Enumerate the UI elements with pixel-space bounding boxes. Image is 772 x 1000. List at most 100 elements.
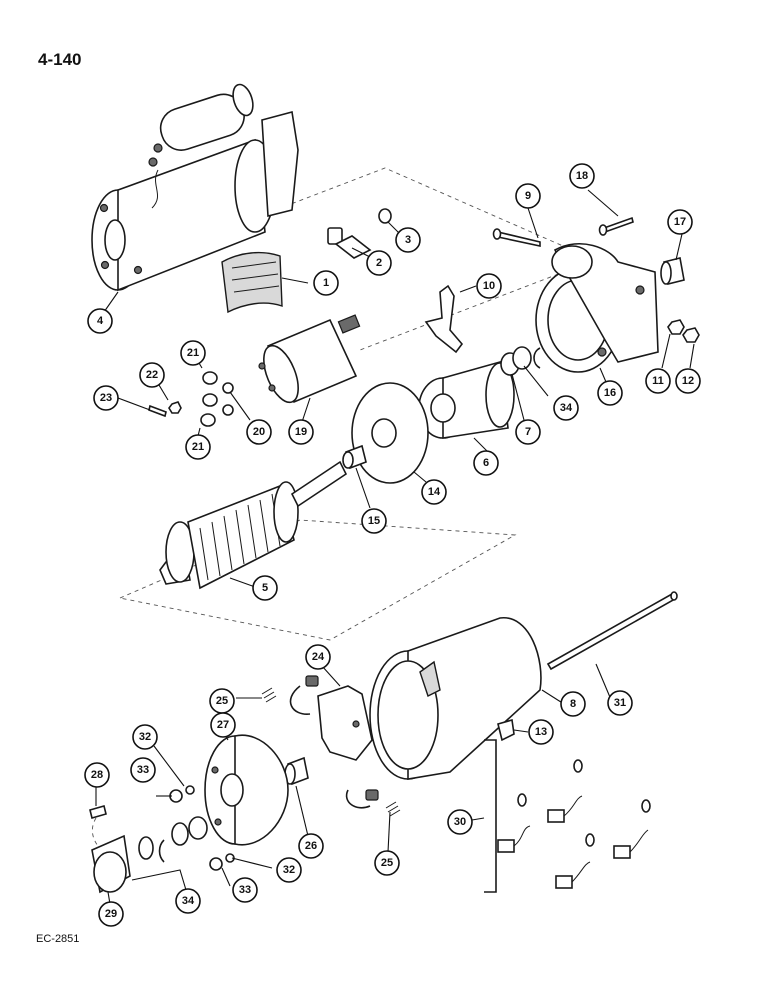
svg-text:31: 31: [614, 697, 626, 709]
callout-7: 7: [515, 419, 541, 445]
callout-13: 13: [528, 719, 554, 745]
callout-3: 3: [395, 227, 421, 253]
callout-4: 4: [87, 308, 113, 334]
nuts-and-washers: [148, 371, 234, 427]
svg-text:21: 21: [187, 347, 199, 359]
svg-text:34: 34: [560, 402, 573, 414]
screw-28: [89, 805, 107, 847]
callout-24: 24: [305, 644, 331, 670]
brush-kit: [484, 739, 651, 893]
callout-23: 23: [93, 385, 119, 411]
brush-holder: [289, 675, 373, 761]
svg-text:2: 2: [376, 257, 382, 269]
nut-11: [667, 319, 685, 335]
svg-text:4: 4: [97, 315, 104, 327]
svg-text:6: 6: [483, 457, 489, 469]
svg-text:16: 16: [604, 387, 616, 399]
drive-pinion: [418, 360, 515, 439]
svg-text:19: 19: [295, 426, 307, 438]
svg-text:11: 11: [652, 375, 664, 387]
callout-25-bottom: 25: [374, 850, 400, 876]
callout-2: 2: [366, 250, 392, 276]
brush-spring-top: [261, 687, 277, 703]
callout-32-top: 32: [132, 724, 158, 750]
svg-text:26: 26: [305, 840, 317, 852]
svg-text:1: 1: [323, 277, 329, 289]
svg-text:29: 29: [105, 908, 117, 920]
svg-text:17: 17: [674, 216, 686, 228]
svg-text:24: 24: [312, 651, 325, 663]
svg-text:18: 18: [576, 170, 588, 182]
svg-text:33: 33: [137, 764, 149, 776]
protective-wrap: [221, 251, 283, 314]
svg-text:12: 12: [682, 375, 694, 387]
callout-14: 14: [421, 479, 447, 505]
callout-19: 19: [288, 419, 314, 445]
callout-15: 15: [361, 508, 387, 534]
svg-text:25: 25: [381, 857, 393, 869]
nut-12: [682, 327, 700, 343]
callout-1: 1: [313, 270, 339, 296]
callout-26: 26: [298, 833, 324, 859]
svg-text:9: 9: [525, 190, 531, 202]
svg-text:15: 15: [368, 515, 380, 527]
seal-rings: [138, 816, 208, 863]
svg-text:20: 20: [253, 426, 265, 438]
starter-motor-assembly: [91, 83, 299, 292]
callout-5: 5: [252, 575, 278, 601]
callout-27: 27: [210, 712, 236, 738]
callout-11: 11: [645, 368, 671, 394]
callout-30: 30: [447, 809, 473, 835]
callout-28: 28: [84, 762, 110, 788]
svg-text:3: 3: [405, 234, 411, 246]
svg-text:28: 28: [91, 769, 103, 781]
intermediate-plate: [351, 382, 429, 484]
through-screw-9: [492, 228, 541, 247]
callout-17: 17: [667, 209, 693, 235]
end-cap: [91, 834, 131, 894]
callout-8: 8: [560, 691, 586, 717]
page-number: 4-140: [38, 50, 82, 69]
callout-18: 18: [569, 163, 595, 189]
bushing-15: [342, 444, 367, 470]
svg-text:8: 8: [570, 698, 576, 710]
nut-washer-top: [169, 785, 195, 803]
solenoid: [258, 314, 361, 404]
callout-34-bottom: 34: [175, 888, 201, 914]
callout-22: 22: [139, 362, 165, 388]
svg-text:13: 13: [535, 726, 547, 738]
screw-13: [497, 718, 515, 742]
through-bolt: [546, 591, 678, 671]
callout-6: 6: [473, 450, 499, 476]
through-screw-18: [598, 216, 634, 236]
callout-32-bottom: 32: [276, 857, 302, 883]
svg-text:7: 7: [525, 426, 531, 438]
brush-spring-bottom: [345, 789, 401, 817]
leader-lines: [95, 189, 695, 905]
svg-text:34: 34: [182, 895, 195, 907]
svg-text:22: 22: [146, 369, 158, 381]
svg-text:14: 14: [428, 486, 441, 498]
nut-washer-bottom: [209, 853, 235, 871]
callout-21-top: 21: [180, 340, 206, 366]
figure-code: EC-2851: [36, 933, 80, 945]
svg-text:27: 27: [217, 719, 229, 731]
commutator-end-housing: [204, 734, 289, 846]
svg-text:33: 33: [239, 884, 251, 896]
callout-33-top: 33: [130, 757, 156, 783]
drive-end-housing: [535, 242, 659, 373]
bushing-26: [284, 756, 309, 786]
yoke-frame: [369, 617, 542, 780]
callout-9: 9: [515, 183, 541, 209]
svg-text:21: 21: [192, 441, 204, 453]
svg-text:5: 5: [262, 582, 268, 594]
svg-text:32: 32: [139, 731, 151, 743]
callout-20: 20: [246, 419, 272, 445]
svg-text:32: 32: [283, 864, 295, 876]
callout-21-bottom: 21: [185, 434, 211, 460]
armature: [159, 460, 348, 590]
bushing-17: [660, 257, 685, 285]
callout-25-top: 25: [209, 688, 235, 714]
callout-10: 10: [476, 273, 502, 299]
svg-text:23: 23: [100, 392, 112, 404]
